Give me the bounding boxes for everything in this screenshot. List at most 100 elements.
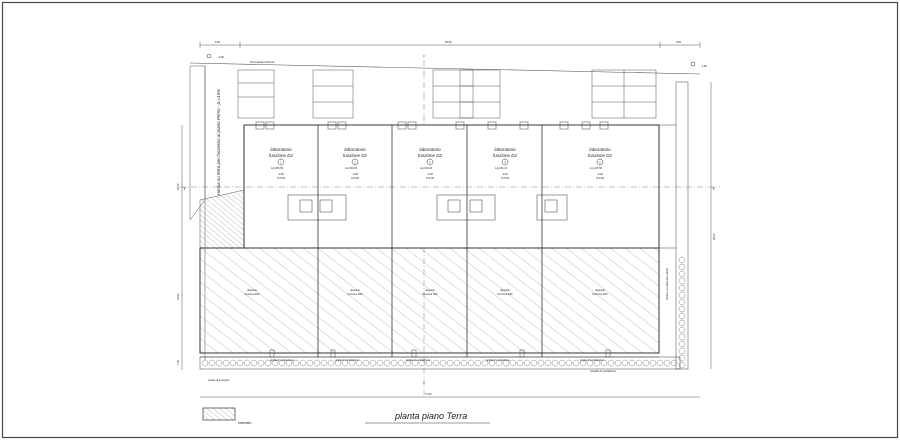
cavedio-circle [453, 359, 461, 367]
cavedio-circle [565, 359, 573, 367]
cavedio-circle [558, 359, 566, 367]
strip-circle [678, 305, 686, 313]
right-note: terreno a confine per servizi [665, 268, 669, 300]
lab-title: laboratorio [419, 147, 441, 152]
lab-level: -0.00 [352, 172, 358, 176]
lab-number: 2 [354, 161, 356, 165]
dim-bottom-total: 71.50 [425, 392, 432, 396]
cavedio-circle [551, 359, 559, 367]
lab-number-circle [501, 158, 509, 166]
cavedio-circle [285, 359, 293, 367]
cavedio-circle [369, 359, 377, 367]
cavedio-circle [320, 359, 328, 367]
lab-area: mq 305,50 [271, 166, 284, 170]
cavedio-circle [348, 359, 356, 367]
vent-label: griglia di ventilazione [270, 358, 295, 362]
vent-label: griglia di ventilazione [580, 358, 605, 362]
cavedio-circle [229, 359, 237, 367]
deposit-function: funzione D16 [244, 292, 260, 296]
cavedio-circle [544, 359, 552, 367]
bathroom-blocks [287, 194, 568, 221]
section-side-left: Y [183, 186, 187, 191]
deposit-title: deposito [500, 288, 510, 292]
strip-circle [678, 333, 686, 341]
lab-number-circle [596, 158, 604, 166]
cavedio-circle [530, 359, 538, 367]
strip-circle [678, 354, 686, 362]
cavedio-circle [222, 359, 230, 367]
cavedio-circle [600, 359, 608, 367]
lab-area: mq 156,16 [495, 166, 508, 170]
deposit-function: funzione D16 [497, 292, 513, 296]
lab-level: -0.40 [502, 172, 508, 176]
deposit-function: funzione D16 [422, 292, 438, 296]
cavedio-circle [271, 359, 279, 367]
lab-title: laboratorio [344, 147, 366, 152]
cavedio-circle [572, 359, 580, 367]
cavedio-circle [292, 359, 300, 367]
lab-height: h=6.00 [277, 176, 286, 180]
top-dimension [199, 42, 701, 48]
cavedio-circle [670, 359, 678, 367]
cavedio-circle [215, 359, 223, 367]
strip-circle [678, 263, 686, 271]
cavedio-circle [607, 359, 615, 367]
cavedio-circle [334, 359, 342, 367]
cavedio-circle [642, 359, 650, 367]
bottom-right-note: cavedio di ventilazione [590, 369, 617, 373]
cavedio-circle [299, 359, 307, 367]
cavedio-circle [278, 359, 286, 367]
cavedio-circle [264, 359, 272, 367]
level-top: -0.00 [218, 55, 224, 59]
strip-circle [678, 291, 686, 299]
strip-circle [678, 326, 686, 334]
lab-level: -0.00 [278, 172, 284, 176]
cavedio-circle [341, 359, 349, 367]
lab-number: 5 [599, 161, 601, 165]
strip-circle [678, 319, 686, 327]
cavedio-circle [656, 359, 664, 367]
section-mark-top: X [423, 54, 425, 58]
cavedio-circle [635, 359, 643, 367]
lab-area: mq 315,50 [590, 166, 603, 170]
cavedio-circle [593, 359, 601, 367]
top-rooms [237, 69, 657, 119]
lab-number-circle [351, 158, 359, 166]
right-strip [675, 81, 689, 370]
cavedio-circle [509, 359, 517, 367]
street-line [189, 62, 701, 75]
cavedio-circle [411, 359, 419, 367]
cavedio-circle [327, 359, 335, 367]
ramp-label: rampa su terra per l'accesso al piano Pr… [216, 89, 221, 195]
cavedio-circle [523, 359, 531, 367]
level-marker-icon [206, 53, 696, 67]
ramp-area [189, 65, 206, 221]
dim-top-left: 6.00 [215, 40, 221, 44]
strip-circle [678, 256, 686, 264]
lab-title: laboratorio [270, 147, 292, 152]
right-circles [678, 256, 686, 369]
cavedio-circle [614, 359, 622, 367]
lab-number: 1 [280, 161, 282, 165]
cavedio-circle [460, 359, 468, 367]
cavedio-circle [208, 359, 216, 367]
lab-area: mq 156,16 [345, 166, 358, 170]
level-right: -1.50 [701, 64, 707, 68]
strip-circle [678, 284, 686, 292]
lab-function: funzione D2 [343, 153, 368, 158]
vent-label: griglia di ventilazione [335, 358, 360, 362]
lab-area: mq 156,16 [420, 166, 433, 170]
cavedio-circle [425, 359, 433, 367]
lab-number: 4 [504, 161, 506, 165]
cavedio-circle [362, 359, 370, 367]
cavedio-circle [397, 359, 405, 367]
lab-function: funzione D2 [269, 153, 294, 158]
lab-level: -0.40 [597, 172, 603, 176]
deposit-title: deposito [350, 288, 360, 292]
cavedio-circle [201, 359, 209, 367]
dim-left-c: 1.00 [176, 359, 180, 365]
